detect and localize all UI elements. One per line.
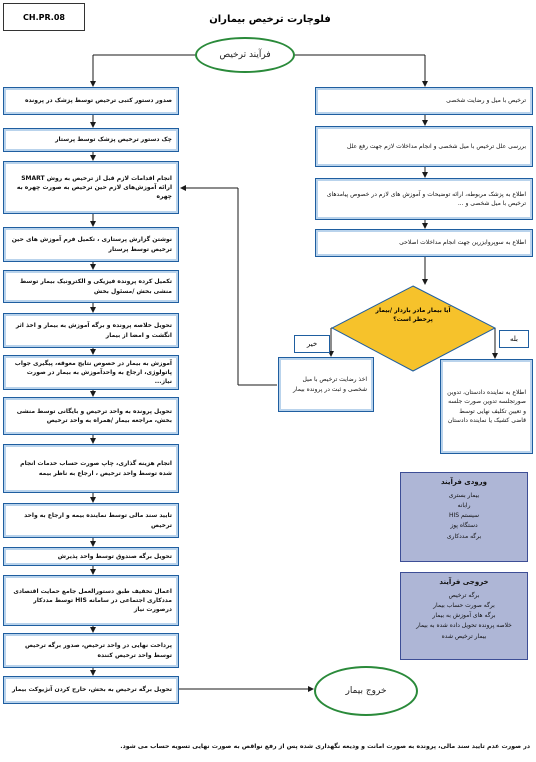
- right-step-box: اطلاع به پزشک مربوطه، ارائه توضیحات و آم…: [315, 178, 533, 220]
- yes-label: بله: [499, 330, 529, 348]
- step-text: تحویل برگه ترخیص به بخش، خارج کردن آنژیو…: [11, 686, 172, 694]
- input-item: بیمار بستری: [448, 491, 480, 499]
- input-item: برگه مددکاری: [446, 532, 482, 540]
- step-text: چک دستور ترخیص پزشک توسط پرستار: [55, 136, 172, 144]
- no-label: خیر: [294, 335, 330, 353]
- step-text: تکمیل کرده پرونده فیزیکی و الکترونیک بیم…: [20, 278, 172, 295]
- step-text: انجام هزینه گذاری، چاپ صورت حساب خدمات ا…: [20, 460, 172, 477]
- document-code: CH.PR.08: [3, 3, 85, 31]
- step-text: پرداخت نهایی در واحد ترخیص، صدور برگه تر…: [24, 642, 172, 659]
- output-item: برگه صورت حساب بیمار: [433, 602, 495, 610]
- step-box: انجام اقدامات لازم قبل از ترخیص به روش S…: [3, 161, 179, 214]
- step-box: پرداخت نهایی در واحد ترخیص، صدور برگه تر…: [3, 633, 179, 668]
- step-text: صدور دستور کتبی ترخیص توسط پزشک در پروند…: [25, 97, 172, 105]
- decision-question: آیا بیمار مادر باردار /بیمار پرخطر است؟: [375, 307, 451, 323]
- output-item: برگه های آموزش به بیمار: [432, 612, 496, 620]
- right-step-box: بررسی علل ترخیص با میل شخصی و انجام مداخ…: [315, 126, 533, 167]
- no-branch-box: اخذ رضایت ترخیص با میل شخصی و ثبت در پرو…: [278, 357, 374, 412]
- page-title: فلوچارت ترخیص بیماران: [209, 14, 331, 25]
- step-box: چک دستور ترخیص پزشک توسط پرستار: [3, 128, 179, 152]
- step-text: اطلاع به سوپروایزرین جهت انجام مداخلات ا…: [399, 239, 526, 247]
- step-box: تحویل برگه صندوق توسط واحد پذیرش: [3, 547, 179, 566]
- start-label: فرآیند ترخیص: [219, 50, 271, 60]
- step-box: تحویل خلاصه پرونده و برگه آموزش به بیمار…: [3, 313, 179, 348]
- step-text: اعمال تخفیف طبق دستورالعمل جامع حمایت اق…: [13, 587, 172, 614]
- step-text: اطلاع به پزشک مربوطه، ارائه توضیحات و آم…: [326, 190, 526, 207]
- inputs-heading: ورودی فرآیند: [440, 478, 488, 486]
- process-outputs-box: خروجی فرآیند برگه ترخیص برگه صورت حساب ب…: [400, 572, 528, 660]
- step-box: آموزش به بیمار در خصوص نتایج معوقه، پیگی…: [3, 355, 179, 390]
- outputs-heading: خروجی فرآیند: [439, 578, 489, 586]
- step-text: تحویل برگه صندوق توسط واحد پذیرش: [57, 552, 172, 560]
- end-label: خروج بیمار: [345, 686, 387, 696]
- start-oval: فرآیند ترخیص: [195, 37, 295, 73]
- step-box: تحویل پرونده به واحد ترخیص و بایگانی توس…: [3, 397, 179, 435]
- step-text: ترخیص با میل و رضایت شخصی: [446, 97, 526, 105]
- output-item: خلاصه پرونده تحویل داده شده به بیمار: [416, 622, 512, 630]
- right-step-box: اطلاع به سوپروایزرین جهت انجام مداخلات ا…: [315, 229, 533, 257]
- step-text: اخذ رضایت ترخیص با میل شخصی و ثبت در پرو…: [293, 376, 367, 393]
- input-item: رابانه: [457, 502, 471, 510]
- step-text: انجام اقدامات لازم قبل از ترخیص به روش S…: [16, 174, 172, 201]
- output-item: بیمار ترخیص شده: [441, 632, 487, 640]
- end-oval: خروج بیمار: [314, 666, 418, 716]
- step-box: اعمال تخفیف طبق دستورالعمل جامع حمایت اق…: [3, 575, 179, 626]
- step-box: تکمیل کرده پرونده فیزیکی و الکترونیک بیم…: [3, 270, 179, 303]
- step-text: آموزش به بیمار در خصوص نتایج معوقه، پیگی…: [14, 359, 172, 386]
- step-box: نوشتن گزارش پرستاری ، تکمیل فرم آموزش ها…: [3, 227, 179, 262]
- step-box: صدور دستور کتبی ترخیص توسط پزشک در پروند…: [3, 87, 179, 115]
- step-text: بررسی علل ترخیص با میل شخصی و انجام مداخ…: [346, 142, 526, 150]
- step-text: نوشتن گزارش پرستاری ، تکمیل فرم آموزش ها…: [11, 236, 172, 253]
- step-box: انجام هزینه گذاری، چاپ صورت حساب خدمات ا…: [3, 444, 179, 493]
- step-box: تحویل برگه ترخیص به بخش، خارج کردن آنژیو…: [3, 676, 179, 704]
- step-box: تایید سند مالی توسط نماینده بیمه و ارجاع…: [3, 503, 179, 538]
- step-text: تحویل پرونده به واحد ترخیص و بایگانی توس…: [16, 407, 172, 424]
- step-text: تحویل خلاصه پرونده و برگه آموزش به بیمار…: [15, 322, 172, 339]
- input-item: دستگاه پوز: [450, 522, 478, 530]
- input-item: سیستم HIS: [449, 512, 479, 520]
- output-item: برگه ترخیص: [448, 591, 480, 599]
- decision-diamond: [331, 285, 496, 372]
- yes-branch-box: اطلاع به نماینده دادستان، تدوین صورتجلسه…: [440, 359, 533, 454]
- step-text: تایید سند مالی توسط نماینده بیمه و ارجاع…: [24, 512, 172, 529]
- process-inputs-box: ورودی فرآیند بیمار بستری رابانه سیستم HI…: [400, 472, 528, 562]
- step-text: اطلاع به نماینده دادستان، تدوین صورتجلسه…: [447, 388, 526, 424]
- right-step-box: ترخیص با میل و رضایت شخصی: [315, 87, 533, 115]
- footer-note: در صورت عدم تایید سند مالی، پرونده به صو…: [120, 743, 530, 750]
